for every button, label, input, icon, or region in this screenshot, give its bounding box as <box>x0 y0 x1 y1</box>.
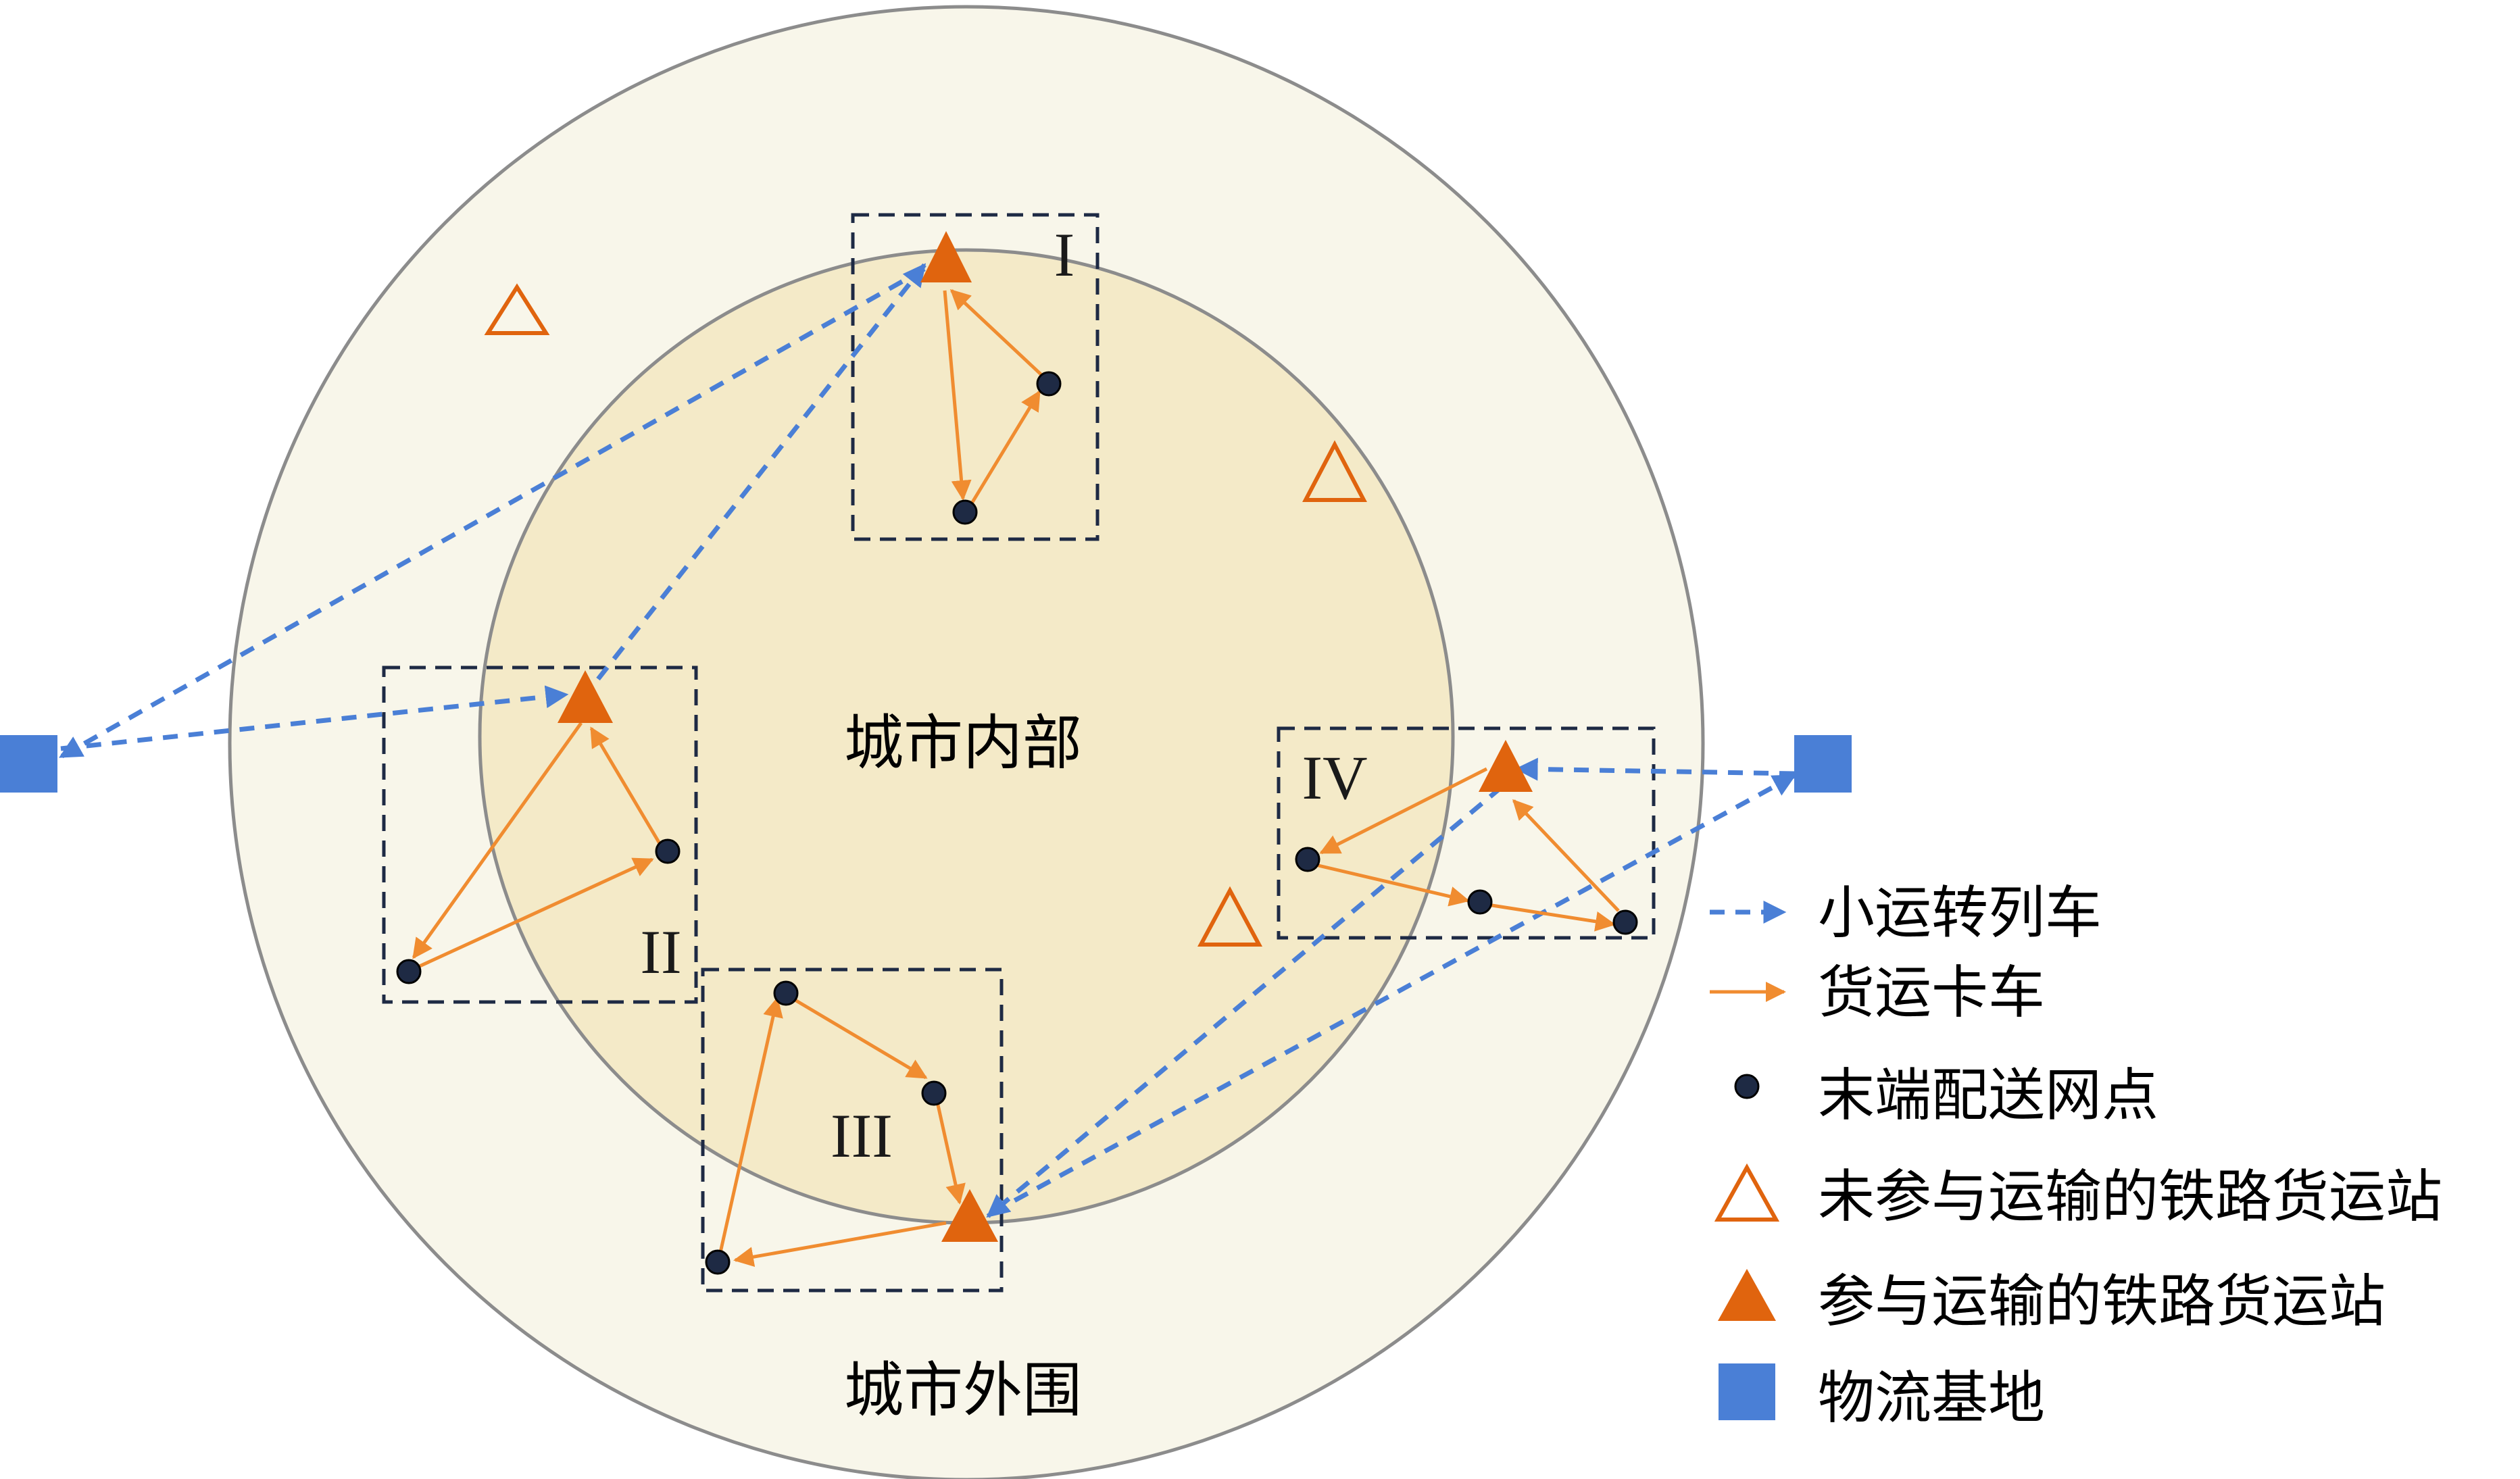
train-route <box>1514 757 1795 781</box>
logistics-base-right <box>1794 735 1852 793</box>
distribution-point <box>705 1249 731 1275</box>
legend-item-used-station: 参与运输的铁路货运站 <box>1718 1268 2386 1334</box>
unused-stations <box>484 283 1367 947</box>
legend-label-point: 末端配送网点 <box>1818 1062 2158 1128</box>
distribution-point <box>1036 371 1062 397</box>
zone-box-iii <box>701 968 1004 1293</box>
zone-label-iv: IV <box>1302 743 1367 812</box>
truck-route <box>733 1221 947 1268</box>
legend: 小运转列车 货运卡车 末端配送网点 未参与运输的铁路货运站 参与运输的铁路货运站… <box>1710 880 2442 1431</box>
outer-city-label: 城市外围 <box>844 1355 1082 1425</box>
truck-route <box>934 1095 966 1205</box>
truck-route <box>1309 861 1470 907</box>
zone-label-ii: II <box>640 918 681 986</box>
zone-box-ii <box>382 666 698 1004</box>
legend-label-truck: 货运卡车 <box>1818 959 2045 1026</box>
truck-route <box>411 857 654 972</box>
distribution-point <box>952 499 978 525</box>
distribution-point <box>1295 847 1320 872</box>
legend-label-base: 物流基地 <box>1818 1365 2045 1431</box>
distribution-point <box>1467 889 1493 915</box>
distribution-point <box>921 1080 947 1106</box>
train-routes <box>59 263 1796 1218</box>
train-route <box>986 785 1504 1218</box>
truck-route <box>412 722 583 959</box>
zone-box-iv <box>1277 726 1656 940</box>
unused-station <box>1197 886 1263 947</box>
unused-station <box>484 283 550 335</box>
legend-item-point: 末端配送网点 <box>1734 1062 2158 1128</box>
truck-route <box>1483 902 1616 932</box>
distribution-point <box>396 959 422 984</box>
distribution-point <box>655 838 681 864</box>
distribution-point <box>773 980 799 1006</box>
zone-label-iii: III <box>831 1101 893 1170</box>
legend-item-unused-station: 未参与运输的铁路货运站 <box>1714 1163 2442 1230</box>
used-station-i <box>920 231 972 282</box>
legend-label-used-station: 参与运输的铁路货运站 <box>1818 1268 2386 1334</box>
zone-box-i <box>851 213 1100 541</box>
legend-label-train: 小运转列车 <box>1818 880 2102 946</box>
truck-route <box>788 995 928 1080</box>
truck-route <box>589 726 664 849</box>
truck-routes <box>411 289 1620 1268</box>
legend-label-unused-station: 未参与运输的铁路货运站 <box>1818 1163 2442 1230</box>
inner-city-label: 城市内部 <box>844 708 1082 778</box>
logistics-base-left <box>0 735 57 793</box>
unused-station <box>1302 440 1367 502</box>
train-route <box>60 685 569 751</box>
truck-route <box>949 289 1050 383</box>
distribution-point <box>1612 909 1638 935</box>
legend-unused-station-swatch <box>1714 1163 1780 1222</box>
used-station-iv <box>1479 740 1533 792</box>
legend-item-truck: 货运卡车 <box>1710 959 2045 1026</box>
train-route <box>59 266 926 759</box>
used-stations <box>558 231 1533 1242</box>
truck-route <box>964 390 1041 513</box>
used-station-ii <box>558 670 613 723</box>
zone-label-i: I <box>1054 220 1075 289</box>
legend-item-base: 物流基地 <box>1719 1363 2045 1431</box>
truck-route <box>1512 799 1620 912</box>
legend-used-station-swatch <box>1718 1269 1776 1321</box>
truck-route <box>718 997 783 1256</box>
used-station-iii <box>941 1189 998 1242</box>
truck-route <box>1319 767 1488 855</box>
train-route <box>596 263 927 681</box>
legend-point-swatch <box>1734 1074 1760 1099</box>
legend-base-swatch <box>1719 1363 1775 1420</box>
truck-route <box>943 290 972 501</box>
distribution-points <box>396 371 1638 1275</box>
legend-item-train: 小运转列车 <box>1710 880 2102 946</box>
